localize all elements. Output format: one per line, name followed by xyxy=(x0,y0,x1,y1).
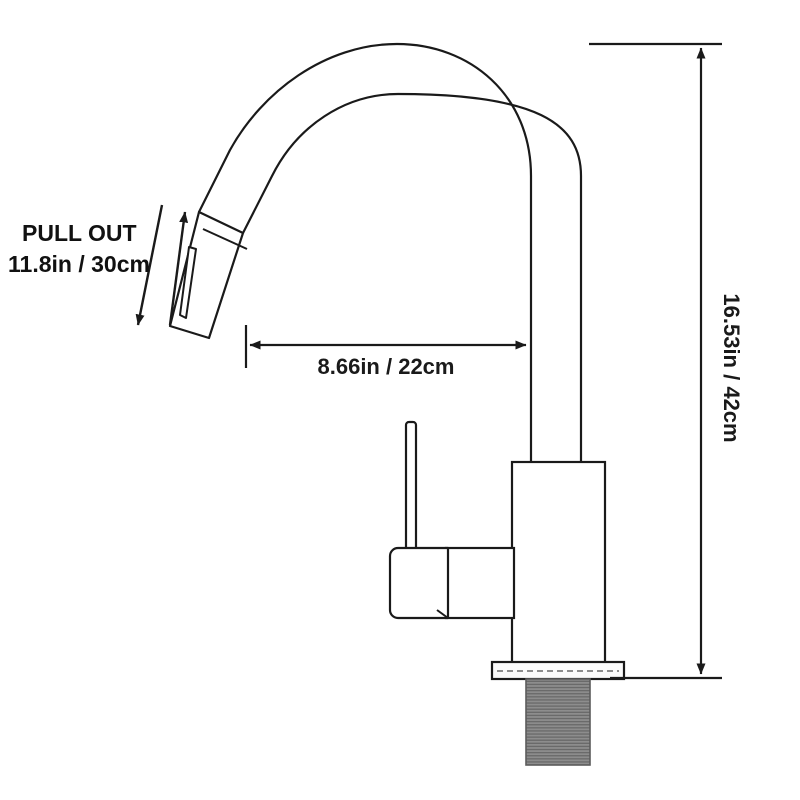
pull-out-dimension xyxy=(135,204,189,326)
overall-height-dimension xyxy=(589,42,722,680)
pull-out-value: 11.8in / 30cm xyxy=(8,251,150,277)
overall-height-value: 16.53in / 42cm xyxy=(719,293,744,442)
pull-out-sprayer-head xyxy=(168,210,248,340)
gooseneck-spout xyxy=(198,42,583,462)
spout-reach-value: 8.66in / 22cm xyxy=(318,354,455,379)
lever-handle xyxy=(388,420,516,620)
pull-out-label: PULL OUT xyxy=(22,220,137,246)
threaded-shank xyxy=(525,678,591,766)
spout-reach-dimension xyxy=(244,325,527,368)
faucet-body xyxy=(510,460,607,668)
escutcheon-plate xyxy=(490,660,626,681)
